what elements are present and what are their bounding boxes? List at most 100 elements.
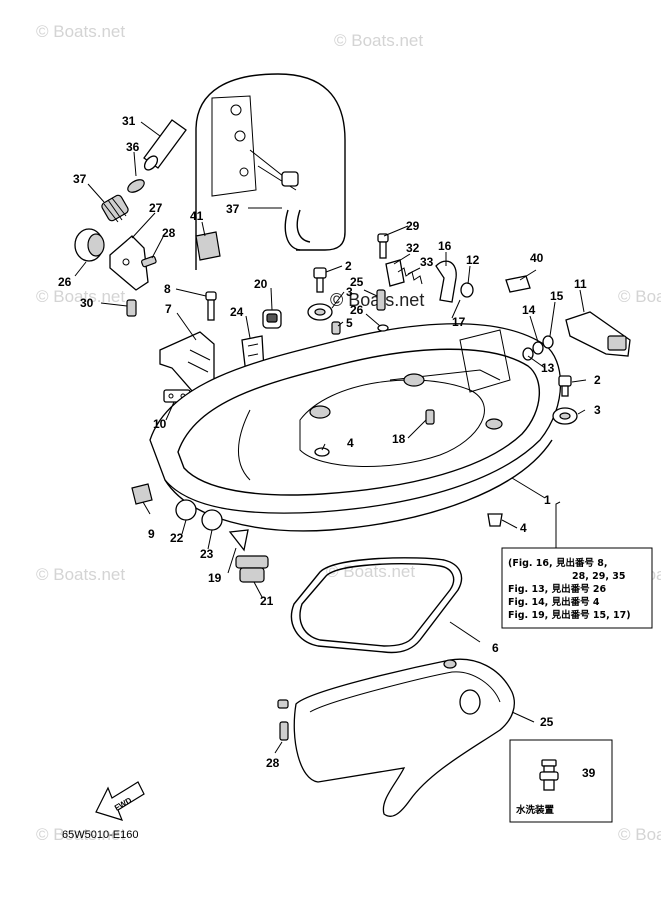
screw-5 (331, 321, 341, 335)
grommet-19 (228, 529, 249, 552)
callout-3: 3 (346, 285, 353, 299)
bolt-8 (205, 291, 217, 321)
bolt-26 (376, 289, 386, 311)
hose-36 (143, 119, 187, 171)
screw-18 (425, 409, 435, 425)
oring-12 (460, 282, 474, 298)
grommet-9 (131, 483, 153, 505)
callout-15: 15 (550, 289, 564, 303)
plug-22 (175, 499, 197, 521)
callout-35: 30 (80, 296, 94, 310)
callout-29: 29 (406, 219, 420, 233)
callout-17: 17 (452, 315, 466, 329)
note-line-2: 28, 29, 35 (572, 571, 626, 582)
callout-37b: 37 (226, 202, 240, 216)
callout-28: 28 (266, 756, 280, 770)
callout-41: 41 (190, 209, 204, 223)
callout-14: 14 (522, 303, 536, 317)
diagram-code: 65W5010-E160 (62, 829, 138, 841)
callout-22: 22 (170, 531, 184, 545)
inset-caption: 水洗装置 (516, 804, 555, 816)
callout-30: 32 (406, 241, 420, 255)
bolt-35 (126, 299, 137, 317)
bracket-33 (109, 235, 149, 291)
label-40 (505, 275, 531, 293)
watermark: © Boats.net (36, 825, 125, 844)
callout-numbers: 31 36 37 27 28 37 26 30 41 8 7 20 24 10 … (58, 114, 601, 770)
note-line-1: (Fig. 16, 見出番号 8, (508, 557, 607, 569)
callout-31: 33 (420, 255, 434, 269)
watermark: © Boats.net (618, 825, 661, 844)
callout-38: 37 (73, 172, 87, 186)
bolt-29 (377, 233, 389, 259)
callout-36: 31 (122, 114, 136, 128)
callout-37: 36 (126, 140, 140, 154)
bolt-28 (277, 699, 289, 741)
callout-9: 9 (148, 527, 155, 541)
callout-4b: 4 (520, 521, 527, 535)
grommet-3 (307, 303, 333, 321)
callout-23: 23 (200, 547, 214, 561)
grommet-3b (552, 407, 578, 425)
watermark: © Boats.net (36, 287, 125, 306)
callout-8: 8 (164, 282, 171, 296)
watermark: © Boats.net (618, 287, 661, 306)
callout-26: 25 (350, 275, 364, 289)
indicator-38 (101, 194, 129, 223)
callout-2b: 2 (594, 373, 601, 387)
callout-7: 7 (165, 302, 172, 316)
screw-34 (141, 255, 157, 268)
callout-20: 20 (254, 277, 268, 291)
callout-19: 19 (208, 571, 222, 585)
oring-15 (542, 335, 554, 349)
watermark: © Boats.net (334, 31, 423, 50)
callout-10: 10 (153, 417, 167, 431)
grommet-20 (262, 309, 282, 329)
callout-24: 24 (230, 305, 244, 319)
callout-5: 5 (346, 316, 353, 330)
watermark: © Boats.net (36, 565, 125, 584)
hose-clamp-37 (127, 179, 145, 193)
flush-fitting-39 (539, 759, 559, 791)
callout-13: 13 (541, 361, 555, 375)
callout-40: 40 (530, 251, 544, 265)
callout-21: 21 (260, 594, 274, 608)
engine-outline (195, 73, 346, 270)
washer-27 (377, 324, 389, 332)
callout-1: 1 (544, 493, 551, 507)
lever-11 (565, 311, 631, 357)
callout-27: 26 (350, 303, 364, 317)
callout-33: 27 (149, 201, 163, 215)
callout-6: 6 (492, 641, 499, 655)
reference-note-box: (Fig. 16, 見出番号 8, 28, 29, 35 Fig. 13, 見出… (501, 547, 653, 629)
note-line-3: Fig. 13, 見出番号 26 (508, 583, 607, 595)
callout-11: 11 (574, 277, 587, 291)
collar-4 (314, 447, 330, 457)
collar-2 (313, 267, 327, 293)
callout-12: 12 (466, 253, 480, 267)
collar-2b (558, 375, 572, 397)
oring-13 (522, 347, 534, 361)
fwd-arrow-icon: FWD (95, 781, 145, 821)
callout-34: 28 (162, 226, 176, 240)
note-line-4: Fig. 14, 見出番号 4 (508, 596, 600, 608)
label-41 (195, 231, 221, 261)
callout-3b: 3 (594, 403, 601, 417)
note-line-5: Fig. 19, 見出番号 15, 17) (508, 609, 631, 621)
plug-23 (201, 509, 223, 531)
callout-39: 39 (582, 766, 596, 780)
callout-18: 18 (392, 432, 406, 446)
callout-16: 16 (438, 239, 452, 253)
callout-2: 2 (345, 259, 352, 273)
seal-6 (290, 557, 463, 654)
callout-32: 26 (58, 275, 72, 289)
grommet-32 (74, 228, 105, 262)
oring-14 (532, 341, 544, 355)
callout-25: 25 (540, 715, 554, 729)
flush-kit-inset: 39 水洗装置 (509, 739, 613, 823)
grommet-21 (235, 555, 269, 583)
collar-4b (487, 513, 503, 527)
lower-cover-25 (293, 658, 515, 817)
watermark: © Boats.net (36, 22, 125, 41)
